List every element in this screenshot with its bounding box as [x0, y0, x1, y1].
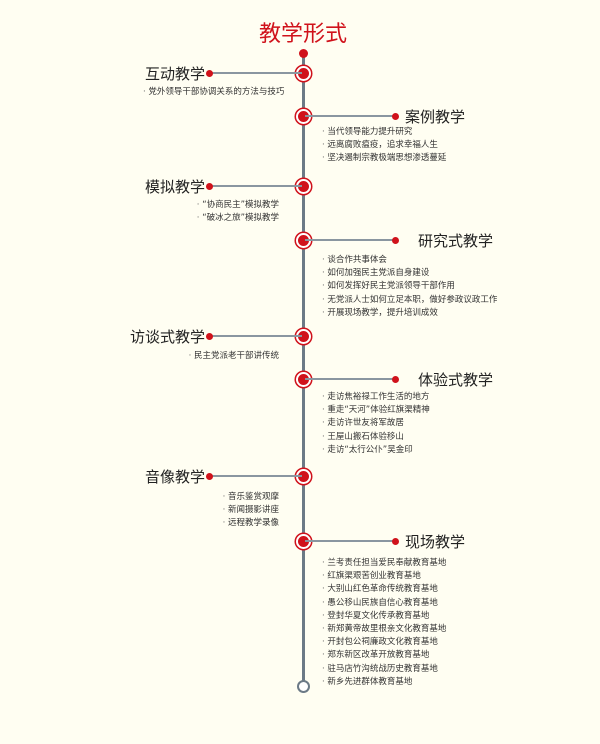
- list-item: 新郑黄帝故里根亲文化教育基地: [322, 623, 446, 636]
- list-item: 新乡先进群体教育基地: [322, 676, 446, 689]
- list-item: 当代领导能力提升研究: [322, 126, 446, 139]
- connector-line: [210, 72, 302, 74]
- list-item: 王屋山搬石体验移山: [322, 431, 430, 444]
- timeline-axis: [302, 53, 305, 681]
- section-label: 音像教学: [144, 468, 205, 486]
- section-items: 兰考责任担当爱民奉献教育基地红旗渠艰苦创业教育基地大别山红色革命传统教育基地愚公…: [322, 557, 446, 689]
- list-item: 音乐鉴赏观摩: [223, 491, 279, 504]
- label-dot: [392, 236, 399, 244]
- section-items: 民主党派老干部讲传统: [189, 350, 279, 363]
- connector-line: [210, 335, 302, 337]
- list-item: “破冰之旅”模拟教学: [197, 212, 279, 225]
- label-dot: [392, 537, 399, 545]
- connector-line: [305, 239, 395, 241]
- list-item: 坚决遏制宗教极端思想渗透蔓延: [322, 152, 446, 165]
- list-item: 远程教学录像: [223, 517, 279, 530]
- section-label: 研究式教学: [418, 232, 494, 250]
- timeline-start-dot: [299, 49, 308, 58]
- list-item: 走访“太行公仆”吴金印: [322, 444, 430, 457]
- section-label: 案例教学: [405, 108, 466, 126]
- section-items: “协商民主”模拟教学“破冰之旅”模拟教学: [197, 199, 279, 225]
- connector-line: [210, 185, 302, 187]
- list-item: 开封包公祠廉政文化教育基地: [322, 636, 446, 649]
- list-item: 开展现场教学，提升培训成效: [322, 307, 497, 320]
- list-item: 红旗渠艰苦创业教育基地: [322, 570, 446, 583]
- section-label: 体验式教学: [418, 371, 494, 389]
- list-item: 走访焦裕禄工作生活的地方: [322, 391, 430, 404]
- section-items: 当代领导能力提升研究远离腐败瘟疫，追求幸福人生坚决遏制宗教极端思想渗透蔓延: [322, 126, 446, 166]
- list-item: 无党派人士如何立足本职，做好参政议政工作: [322, 294, 497, 307]
- list-item: 民主党派老干部讲传统: [189, 350, 279, 363]
- list-item: 新闻摄影讲座: [223, 504, 279, 517]
- connector-line: [305, 378, 395, 380]
- section-label: 互动教学: [144, 65, 205, 83]
- label-dot: [206, 472, 213, 480]
- section-items: 党外领导干部协调关系的方法与技巧: [143, 86, 284, 99]
- list-item: 大别山红色革命传统教育基地: [322, 583, 446, 596]
- label-dot: [392, 112, 399, 120]
- label-dot: [206, 332, 213, 340]
- label-dot: [206, 69, 213, 77]
- list-item: 如何加强民主党派自身建设: [322, 267, 497, 280]
- connector-line: [305, 115, 395, 117]
- section-items: 走访焦裕禄工作生活的地方重走“天河”体验红旗渠精神走访许世友将军故居王屋山搬石体…: [322, 391, 430, 457]
- connector-line: [210, 475, 302, 477]
- list-item: “协商民主”模拟教学: [197, 199, 279, 212]
- list-item: 驻马店竹沟统战历史教育基地: [322, 663, 446, 676]
- list-item: 愚公移山民族自信心教育基地: [322, 597, 446, 610]
- section-items: 谈合作共事体会如何加强民主党派自身建设如何发挥好民主党派领导干部作用无党派人士如…: [322, 254, 497, 320]
- list-item: 登封华夏文化传承教育基地: [322, 610, 446, 623]
- section-label: 访谈式教学: [129, 328, 205, 346]
- list-item: 谈合作共事体会: [322, 254, 497, 267]
- section-items: 音乐鉴赏观摩新闻摄影讲座远程教学录像: [223, 491, 279, 531]
- label-dot: [392, 375, 399, 383]
- diagram-title: 教学形式: [258, 22, 347, 47]
- list-item: 兰考责任担当爱民奉献教育基地: [322, 557, 446, 570]
- list-item: 党外领导干部协调关系的方法与技巧: [143, 86, 284, 99]
- list-item: 如何发挥好民主党派领导干部作用: [322, 280, 497, 293]
- list-item: 郑东新区改革开放教育基地: [322, 649, 446, 662]
- timeline-end-circle: [297, 680, 310, 693]
- label-dot: [206, 182, 213, 190]
- list-item: 走访许世友将军故居: [322, 417, 430, 430]
- section-label: 现场教学: [405, 533, 466, 551]
- section-label: 模拟教学: [144, 178, 205, 196]
- connector-line: [305, 540, 395, 542]
- list-item: 远离腐败瘟疫，追求幸福人生: [322, 139, 446, 152]
- list-item: 重走“天河”体验红旗渠精神: [322, 404, 429, 417]
